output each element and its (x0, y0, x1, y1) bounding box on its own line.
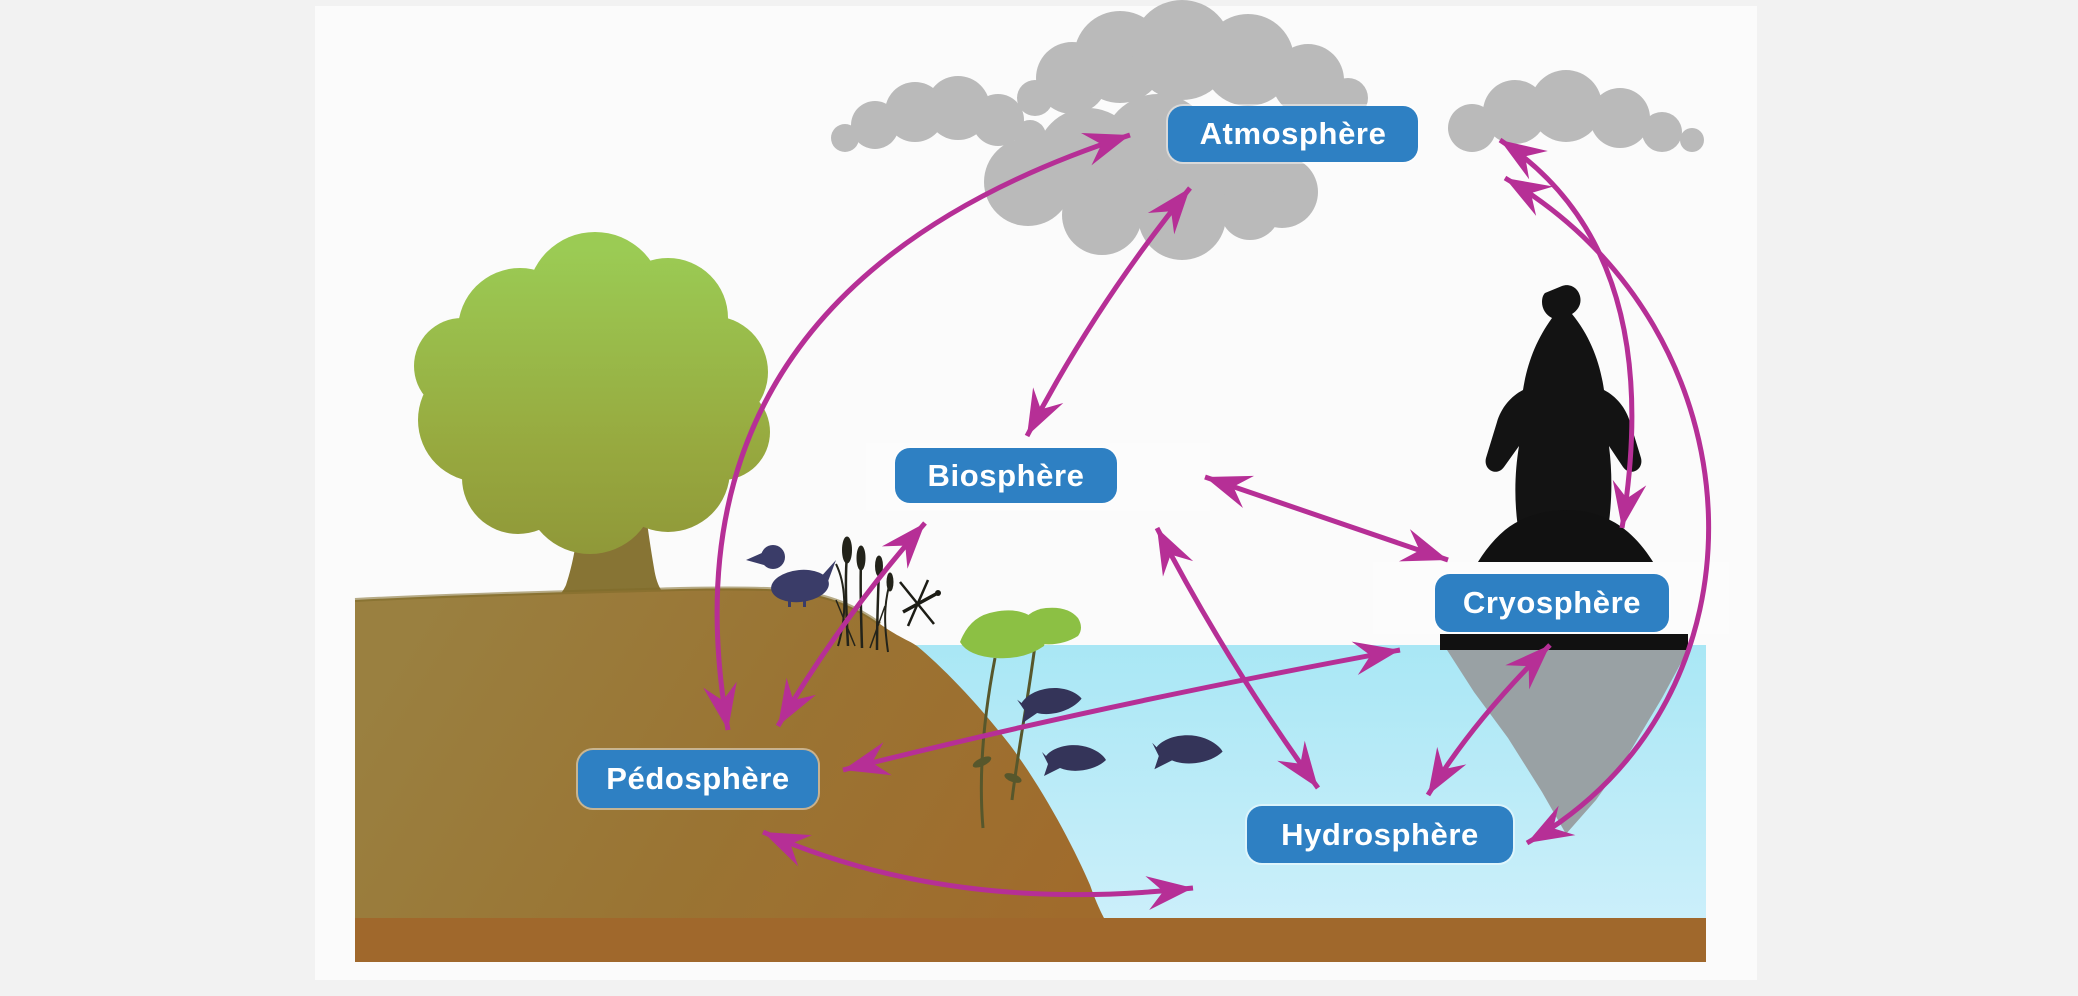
cloud-top-center (1017, 0, 1368, 118)
edge-biosphere-cryosphere (1204, 474, 1449, 563)
soil-bottom-strip (355, 918, 1706, 962)
edge-atmosphere-pedosphere (703, 132, 1131, 731)
cloud-right (1448, 70, 1704, 152)
node-biosphere[interactable]: Biosphère (895, 448, 1117, 503)
edge-cryosphere-hydrosphere (1425, 643, 1552, 797)
edge-atmosphere-biosphere (1024, 186, 1192, 438)
node-hydrosphere[interactable]: Hydrosphère (1247, 806, 1513, 863)
edge-pedosphere-cryosphere (842, 641, 1401, 776)
exchange-arrows (703, 132, 1711, 910)
node-cryosphere[interactable]: Cryosphère (1435, 574, 1669, 632)
node-atmosphere[interactable]: Atmosphère (1168, 106, 1418, 162)
edge-pedosphere-hydrosphere (761, 829, 1194, 910)
edge-atmosphere-hydrosphere (1503, 175, 1711, 846)
edge-atmosphere-cryosphere (1498, 137, 1647, 529)
node-pedosphere[interactable]: Pédosphère (578, 750, 818, 808)
edge-biosphere-pedosphere (775, 521, 927, 728)
